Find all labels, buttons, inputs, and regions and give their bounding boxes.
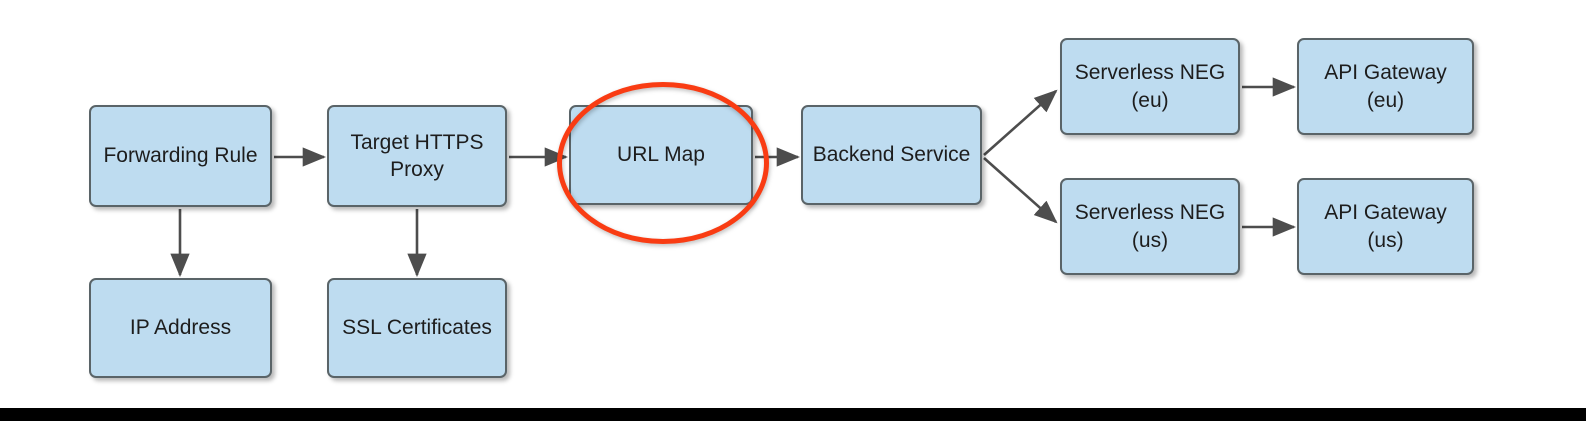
edge-backend-service-to-serverless-neg-eu <box>983 89 1058 156</box>
node-ssl-certificates-label: SSL Certificates <box>342 316 492 340</box>
edge-backend-service-to-serverless-neg-us <box>983 157 1058 224</box>
node-ip-address[interactable]: IP Address <box>89 278 272 378</box>
node-api-gateway-us-label: API Gateway (us) <box>1324 201 1447 252</box>
node-api-gateway-eu-label: API Gateway (eu) <box>1324 61 1447 112</box>
node-forwarding-rule[interactable]: Forwarding Rule <box>89 105 272 207</box>
node-forwarding-rule-label: Forwarding Rule <box>103 144 258 168</box>
node-target-https-proxy-label: Target HTTPS Proxy <box>350 130 484 181</box>
node-serverless-neg-us[interactable]: Serverless NEG (us) <box>1060 178 1240 275</box>
node-backend-service[interactable]: Backend Service <box>801 105 982 205</box>
node-ip-address-label: IP Address <box>129 316 232 340</box>
node-ssl-certificates[interactable]: SSL Certificates <box>327 278 507 378</box>
node-serverless-neg-eu[interactable]: Serverless NEG (eu) <box>1060 38 1240 135</box>
bottom-black-bar <box>0 408 1586 421</box>
node-api-gateway-us[interactable]: API Gateway (us) <box>1297 178 1474 275</box>
node-api-gateway-eu[interactable]: API Gateway (eu) <box>1297 38 1474 135</box>
url-map-highlight-ellipse <box>557 82 769 244</box>
node-serverless-neg-us-label: Serverless NEG (us) <box>1074 201 1226 252</box>
node-serverless-neg-eu-label: Serverless NEG (eu) <box>1074 61 1226 112</box>
node-backend-service-label: Backend Service <box>812 143 971 167</box>
node-target-https-proxy[interactable]: Target HTTPS Proxy <box>327 105 507 207</box>
